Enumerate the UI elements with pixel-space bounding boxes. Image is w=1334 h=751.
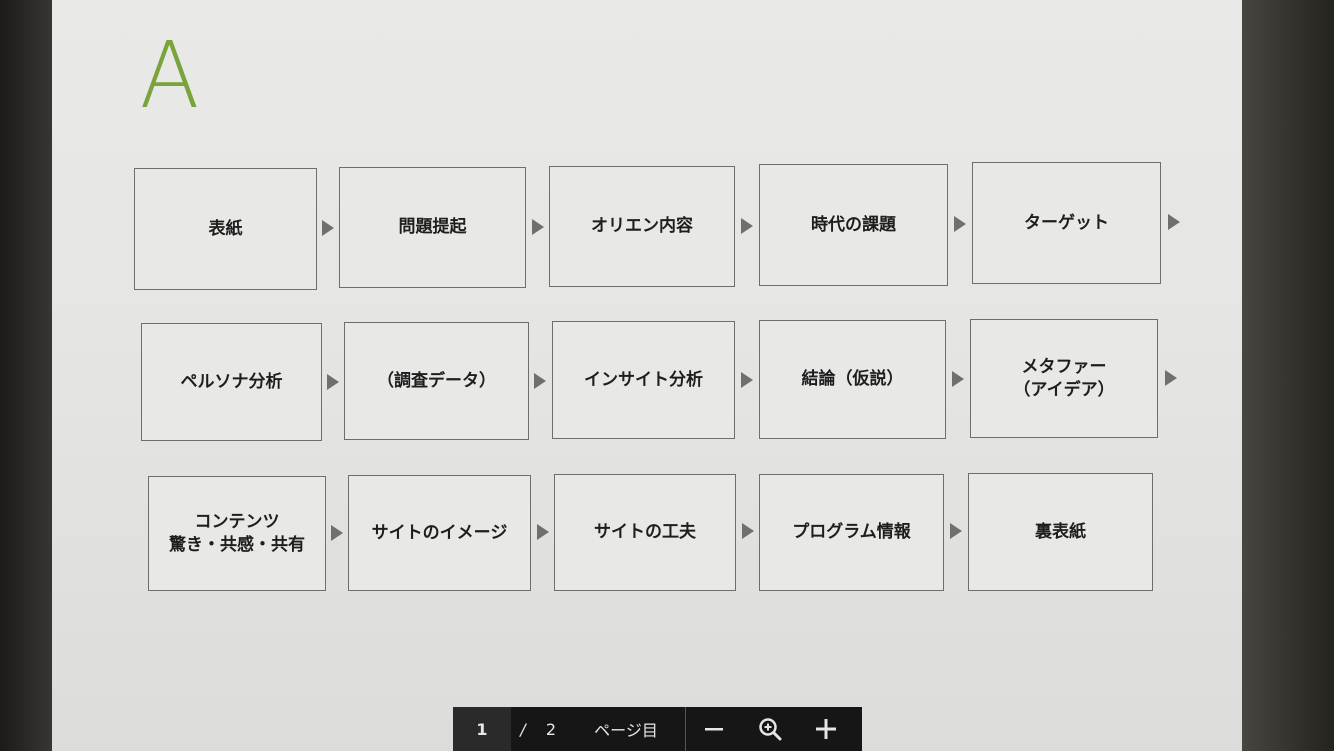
flow-arrow-icon	[950, 523, 962, 539]
flow-step-research: （調査データ）	[344, 322, 529, 440]
flow-step-orientation: オリエン内容	[549, 166, 735, 287]
flow-arrow-icon	[954, 216, 966, 232]
flow-step-program-info: プログラム情報	[759, 474, 944, 591]
flow-arrow-icon	[741, 218, 753, 234]
total-pages: 2	[545, 719, 557, 739]
flow-step-cover: 表紙	[134, 168, 317, 290]
minus-icon	[705, 728, 723, 731]
zoom-in-button[interactable]	[798, 707, 854, 751]
slide-heading-letter: A	[139, 22, 200, 129]
flow-arrow-icon	[534, 373, 546, 389]
flow-step-problem: 問題提起	[339, 167, 526, 288]
zoom-out-button[interactable]	[686, 707, 742, 751]
flow-step-site-image: サイトのイメージ	[348, 475, 531, 591]
flow-arrow-icon	[322, 220, 334, 236]
flow-diagram: 表紙 問題提起 オリエン内容 時代の課題 ターゲット ペルソナ分析 （調査データ…	[52, 0, 1242, 751]
plus-icon	[816, 719, 836, 739]
flow-step-insight: インサイト分析	[552, 321, 735, 439]
zoom-fit-button[interactable]	[742, 707, 798, 751]
flow-step-persona: ペルソナ分析	[141, 323, 322, 441]
flow-step-site-features: サイトの工夫	[554, 474, 736, 591]
flow-arrow-icon	[742, 523, 754, 539]
flow-arrow-icon	[1168, 214, 1180, 230]
flow-arrow-icon	[532, 219, 544, 235]
flow-step-target: ターゲット	[972, 162, 1161, 284]
page-unit-label: ページ目	[567, 707, 686, 751]
flow-arrow-icon	[327, 374, 339, 390]
page-separator: /	[520, 719, 526, 739]
flow-arrow-icon	[952, 371, 964, 387]
monitor-bezel-left	[0, 0, 56, 751]
magnifier-icon	[759, 718, 782, 741]
flow-step-era-issues: 時代の課題	[759, 164, 948, 286]
flow-step-back-cover: 裏表紙	[968, 473, 1153, 591]
flow-step-contents: コンテンツ 驚き・共感・共有	[148, 476, 326, 591]
flow-arrow-icon	[331, 525, 343, 541]
flow-arrow-icon	[741, 372, 753, 388]
current-page-field[interactable]: 1	[453, 707, 511, 751]
slide-viewer: A 表紙 問題提起 オリエン内容 時代の課題 ターゲット ペルソナ分析 （調査デ…	[52, 0, 1242, 751]
page-toolbar: 1 / 2 ページ目	[453, 707, 862, 751]
flow-step-conclusion: 結論（仮説）	[759, 320, 946, 439]
flow-step-metaphor: メタファー （アイデア）	[970, 319, 1158, 438]
monitor-bezel-right	[1238, 0, 1334, 751]
flow-arrow-icon	[537, 524, 549, 540]
flow-arrow-icon	[1165, 370, 1177, 386]
